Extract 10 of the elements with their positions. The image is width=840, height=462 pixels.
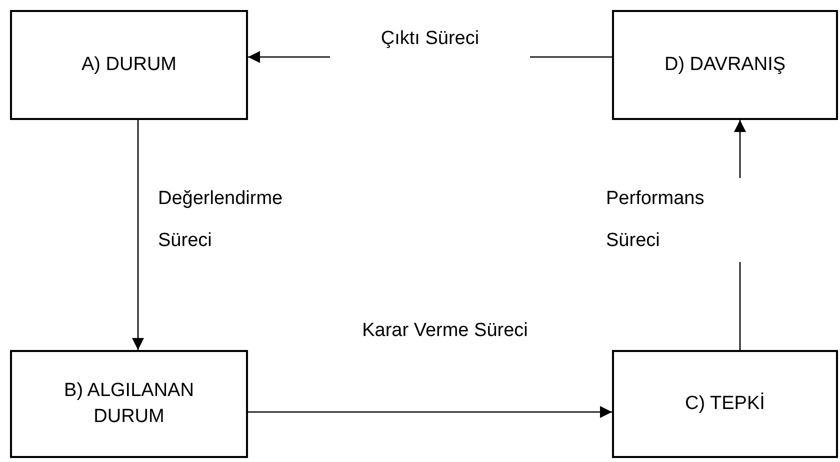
process-box xyxy=(10,350,248,458)
arrow xyxy=(248,406,612,418)
process-box xyxy=(10,10,248,120)
box-label: D) DAVRANIŞ xyxy=(663,53,787,78)
process-box xyxy=(612,10,838,120)
box-label: B) ALGILANAN DURUM xyxy=(63,379,195,429)
process-box xyxy=(612,350,838,458)
box-label: C) TEPKİ xyxy=(684,392,766,416)
box-label: A) DURUM xyxy=(80,53,178,78)
arrow xyxy=(132,120,144,350)
